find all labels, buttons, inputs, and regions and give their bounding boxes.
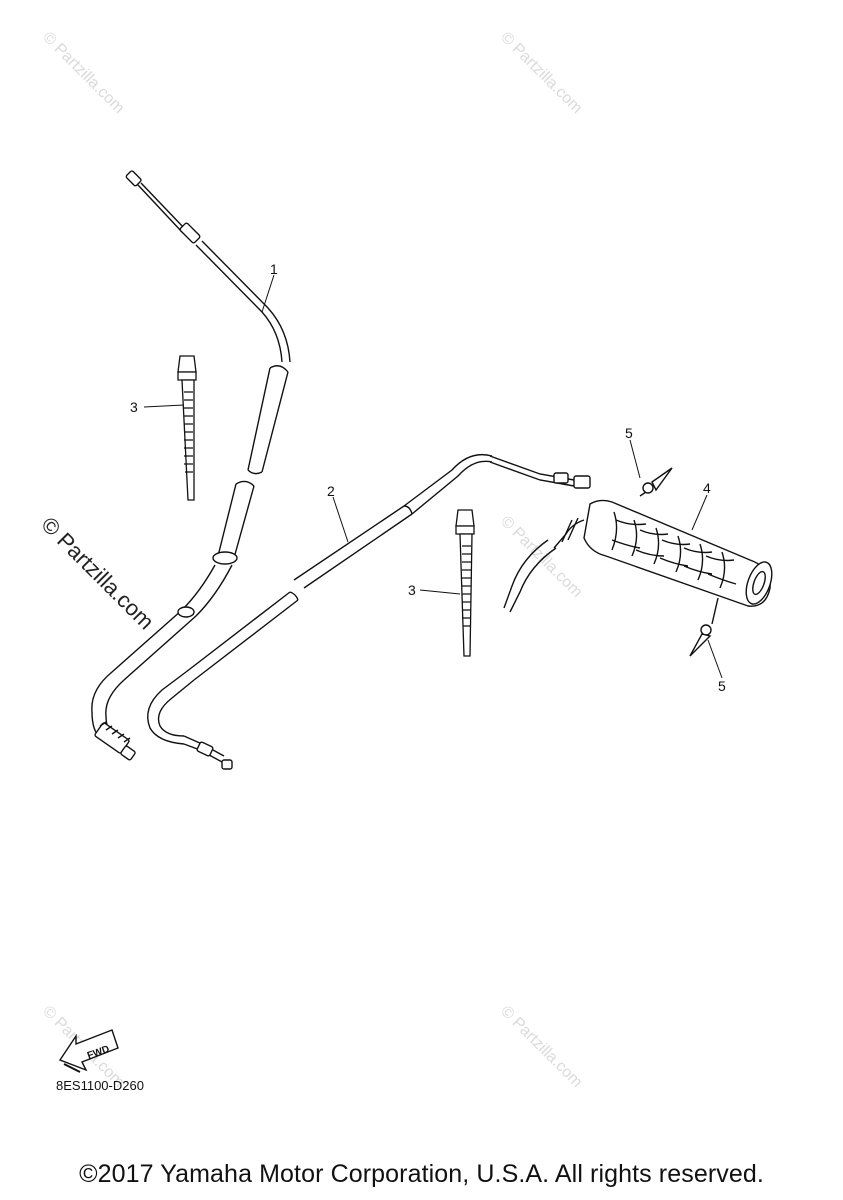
callout-4: 4 [703,480,711,496]
callout-3-right: 3 [408,582,416,598]
callout-5-lower: 5 [718,678,726,694]
watermark-top-left: © Partzilla.com [39,29,127,117]
pin-lower [689,597,719,657]
watermarks: © Partzilla.com © Partzilla.com © Partzi… [36,29,585,1091]
pin-upper [639,467,673,497]
cable-tie-right [455,509,475,657]
callout-5-upper: 5 [625,425,633,441]
callout-1: 1 [270,261,278,277]
watermark-bottom-right: © Partzilla.com [497,1003,585,1091]
copyright-text: ©2017 Yamaha Motor Corporation, U.S.A. A… [79,1160,764,1188]
grip [503,467,773,657]
watermark-main: © Partzilla.com [36,512,159,635]
callouts: 1 2 3 3 4 5 5 [130,261,726,694]
callout-2: 2 [327,483,335,499]
cable-2 [147,453,591,770]
watermark-top-right: © Partzilla.com [497,29,585,117]
cable-1 [91,170,291,761]
callout-3-left: 3 [130,399,138,415]
leader-lines [143,274,723,679]
diagram-code: 8ES1100-D260 [56,1078,144,1093]
cable-tie-left [177,355,197,501]
